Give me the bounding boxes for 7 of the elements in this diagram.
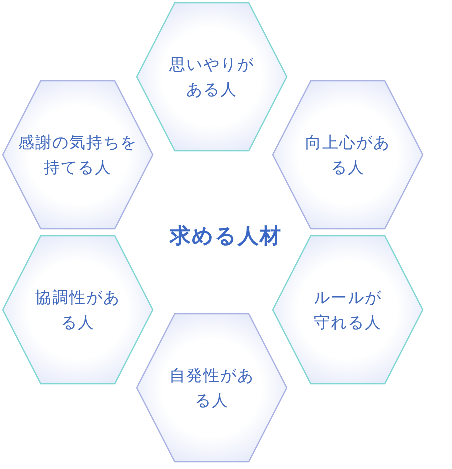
hexagon-label: 協調性がある人 — [34, 287, 122, 334]
hexagon-label: 向上心がある人 — [304, 132, 392, 179]
center-title: 求める人材 — [170, 222, 282, 250]
hexagon-label: 思いやりがある人 — [168, 54, 256, 101]
hexagon-label: 自発性がある人 — [168, 365, 256, 412]
hexagon-label: ルールが守れる人 — [313, 287, 383, 334]
hexagon-label: 感謝の気持ちを持てる人 — [18, 132, 138, 179]
